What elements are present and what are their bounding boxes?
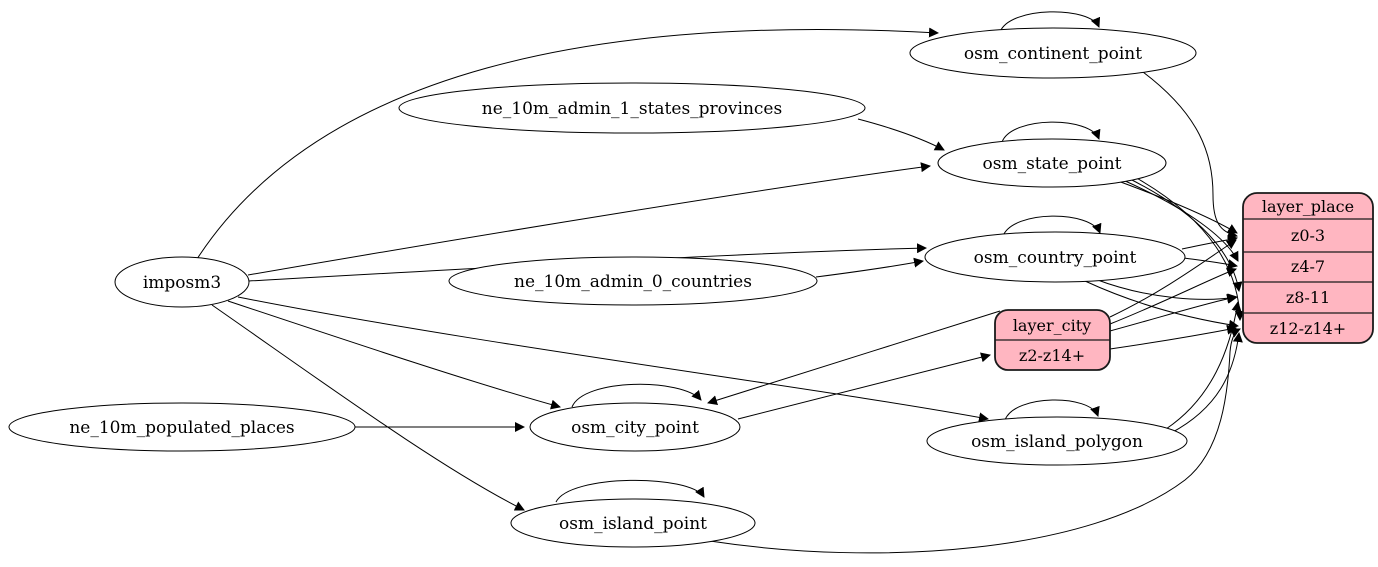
edge-osm_country_point-layer_place-z4-7 <box>1183 257 1238 270</box>
osm_continent_point-label: osm_continent_point <box>964 44 1142 64</box>
edge-self-loop-osm_city_point <box>571 383 702 408</box>
osm_island_point-ellipse <box>510 498 756 548</box>
node-osm_island_point: osm_island_point <box>510 498 756 548</box>
edge-ne_10m_admin_0_countries-osm_country_point <box>815 257 924 278</box>
osm_island_polygon-ellipse <box>926 416 1188 466</box>
edge-self-loop-osm_continent_point <box>999 11 1101 33</box>
node-osm_country_point: osm_country_point <box>924 231 1186 283</box>
edge-osm_state_point-layer_place-z4-7 <box>1122 179 1239 262</box>
node-osm_city_point: osm_city_point <box>529 402 741 452</box>
edge-imposm3-osm_island_polygon <box>237 296 989 423</box>
edge-imposm3-osm_city_point <box>227 300 561 410</box>
edge-layer <box>196 11 1245 554</box>
layer_place-box <box>1242 192 1374 344</box>
edge-layer_city-osm_city_point <box>707 310 1001 406</box>
edge-osm_country_point-layer_place-z8-11 <box>1094 278 1238 304</box>
edge-osm_country_point-layer_place-z0-3 <box>1181 234 1238 250</box>
edge-self-loop-osm_island_point <box>555 479 705 503</box>
layer_place-row-z12-z14: z12-z14+ <box>1270 319 1346 338</box>
record-layer_place: layer_place z0-3 z4-7 z8-11 z12-z14+ <box>1242 192 1374 344</box>
osm_country_point-label: osm_country_point <box>974 248 1137 268</box>
node-osm_continent_point: osm_continent_point <box>909 27 1197 79</box>
osm_island_point-label: osm_island_point <box>559 514 707 534</box>
ne_10m_admin_1_states_provinces-label: ne_10m_admin_1_states_provinces <box>482 99 782 119</box>
osm_continent_point-ellipse <box>909 27 1197 79</box>
layer_place-title: layer_place <box>1262 197 1354 216</box>
edge-osm_island_polygon-layer_place-z12-z14 <box>1170 332 1243 434</box>
osm_island_polygon-label: osm_island_polygon <box>971 432 1143 452</box>
edge-osm_state_point-layer_place-z8-11 <box>1127 177 1243 292</box>
edge-imposm3-osm_continent_point <box>196 27 939 260</box>
ne_10m_admin_1_states_provinces-ellipse <box>398 82 866 134</box>
node-osm_island_polygon: osm_island_polygon <box>926 416 1188 466</box>
node-ne_10m_populated_places: ne_10m_populated_places <box>8 402 356 452</box>
node-ne_10m_admin_1_states_provinces: ne_10m_admin_1_states_provinces <box>398 82 866 134</box>
osm_state_point-ellipse <box>937 138 1167 188</box>
edge-imposm3-osm_island_point <box>211 304 525 511</box>
node-imposm3: imposm3 <box>114 256 250 308</box>
osm_country_point-ellipse <box>924 231 1186 283</box>
edge-layer_city-layer_place-z12-z14 <box>1109 324 1237 350</box>
node-osm_state_point: osm_state_point <box>937 138 1167 188</box>
ne_10m_populated_places-ellipse <box>8 402 356 452</box>
edge-osm_island_point-layer_place-z12-z14 <box>709 328 1241 554</box>
ne_10m_populated_places-label: ne_10m_populated_places <box>69 418 294 438</box>
record-layer_city: layer_city z2-z14+ <box>994 309 1111 371</box>
layer_city-title: layer_city <box>1013 316 1091 335</box>
imposm3-label: imposm3 <box>143 273 221 293</box>
osm_state_point-label: osm_state_point <box>983 154 1122 174</box>
layer_city-row-z2-z14: z2-z14+ <box>1019 346 1085 365</box>
layer_place-row-z4-7: z4-7 <box>1291 257 1325 276</box>
edge-osm_state_point-layer_place-z0-3 <box>1117 180 1238 234</box>
node-ne_10m_admin_0_countries: ne_10m_admin_0_countries <box>448 256 818 306</box>
layer_place-row-z0-3: z0-3 <box>1291 226 1325 245</box>
edge-layer_city-layer_place-z0-3 <box>1109 239 1237 318</box>
edge-ne_10m_admin_1_states_provinces-osm_state_point <box>857 118 945 151</box>
osm_city_point-ellipse <box>529 402 741 452</box>
ne_10m_admin_0_countries-ellipse <box>448 256 818 306</box>
edge-layer_city-layer_place-z8-11 <box>1109 293 1237 332</box>
osm_city_point-label: osm_city_point <box>571 418 699 438</box>
edge-imposm3-osm_state_point <box>247 162 931 276</box>
edge-osm_continent_point-layer_place-z0-3 <box>1142 71 1238 239</box>
edge-layer_city-layer_place-z4-7 <box>1109 267 1237 325</box>
edge-osm_country_point-layer_place-z12-z14 <box>1084 280 1239 330</box>
imposm3-ellipse <box>114 256 250 308</box>
edge-self-loop-osm_state_point <box>1001 121 1101 143</box>
edge-osm_island_polygon-layer_place-z8-11 <box>1165 301 1242 430</box>
edge-self-loop-osm_country_point <box>1002 215 1102 237</box>
ne_10m_admin_0_countries-label: ne_10m_admin_0_countries <box>514 272 752 292</box>
layer_place-row-z8-11: z8-11 <box>1286 288 1330 307</box>
edge-self-loop-osm_island_polygon <box>1004 399 1100 421</box>
edge-osm_city_point-layer_city-z2 <box>737 352 991 420</box>
